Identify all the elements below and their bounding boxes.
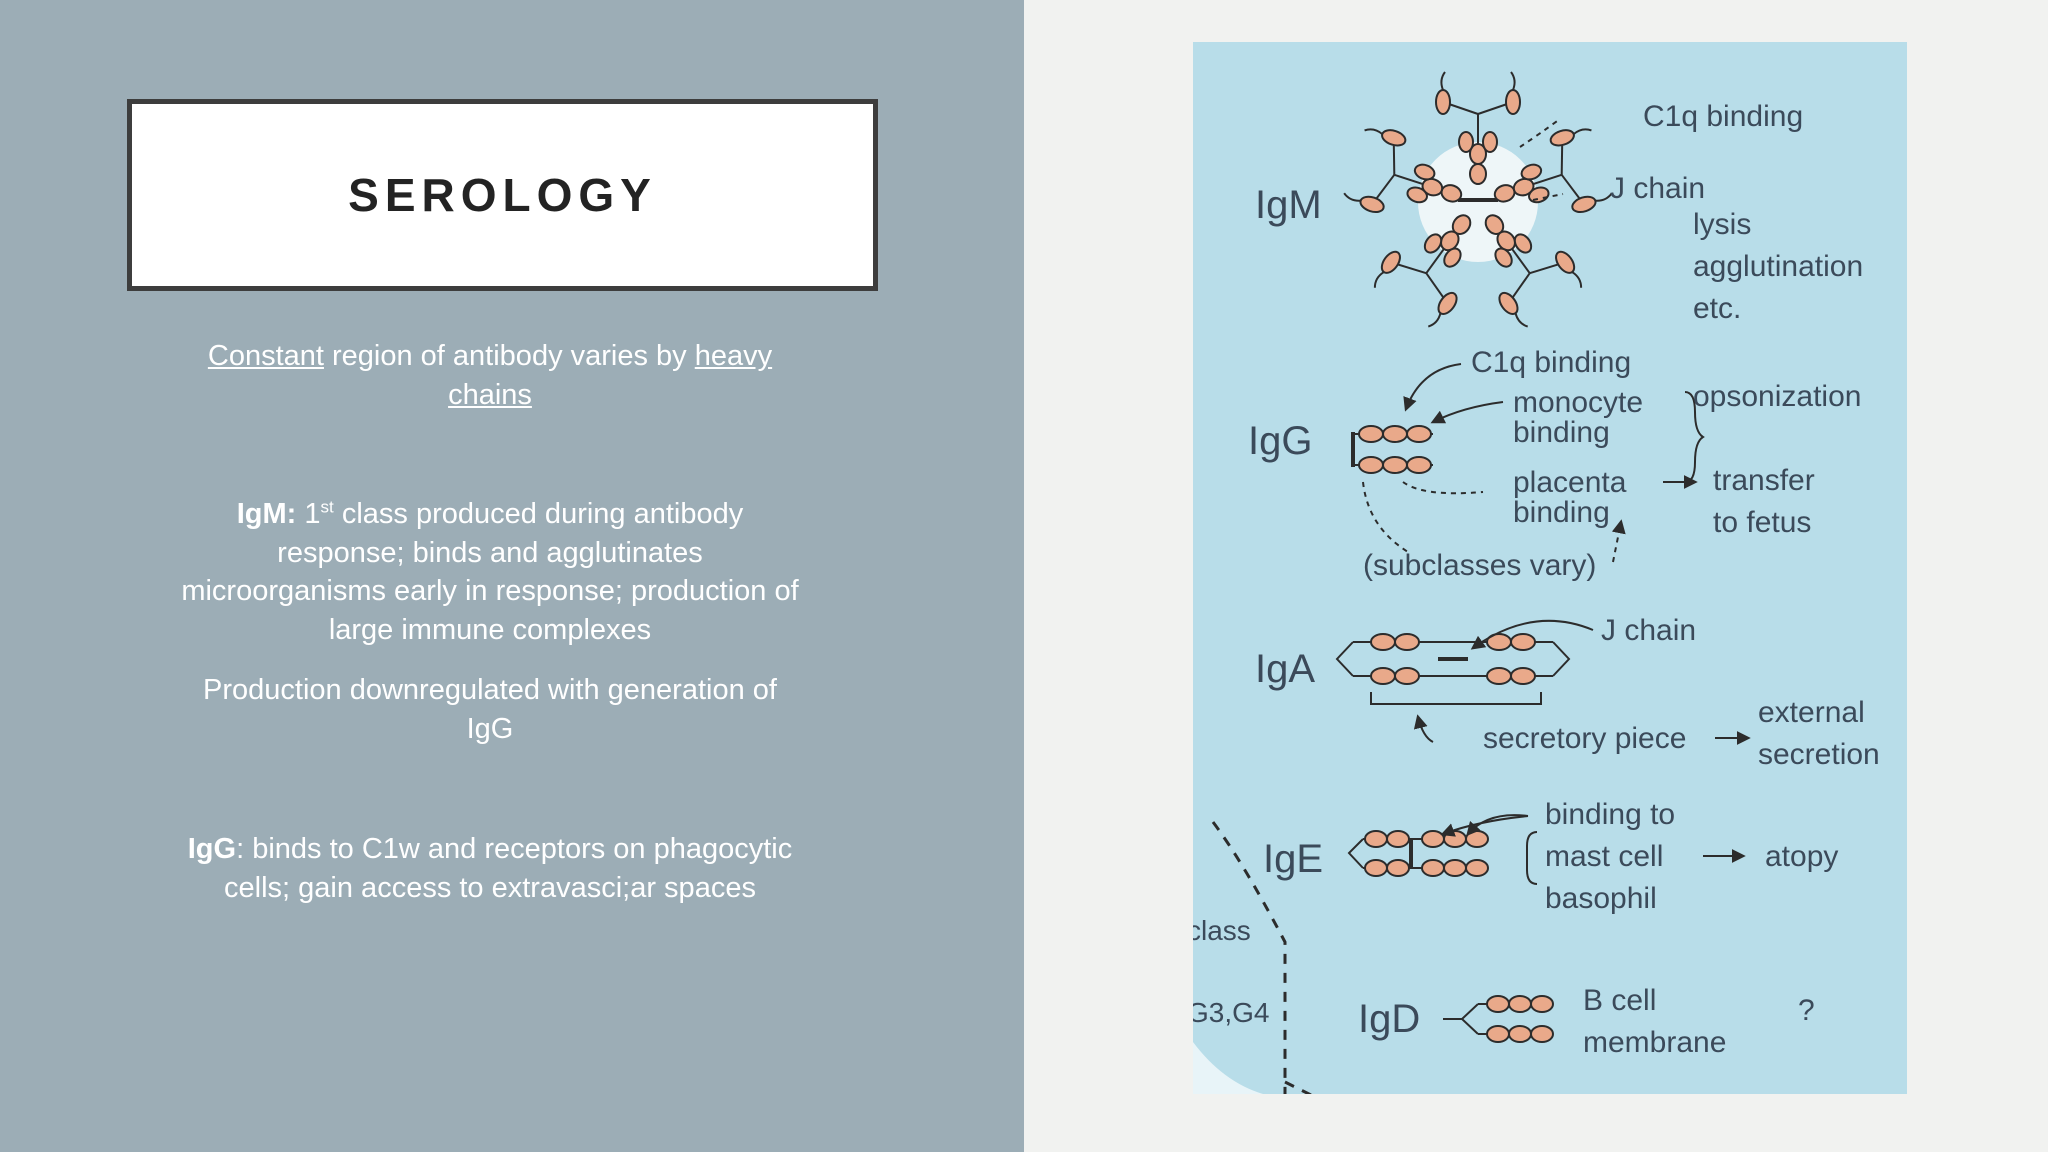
- iga-secretion-label: secretion: [1758, 738, 1880, 771]
- link-heavy-chains: heavy chains: [448, 340, 773, 411]
- antibody-classes-figure: IgM C1q binding J chain lysis agglutinat…: [1193, 42, 1907, 1094]
- left-panel: SEROLOGY Constant region of antibody var…: [0, 0, 1024, 1152]
- paragraph-constant-region: Constant region of antibody varies by he…: [180, 337, 800, 414]
- ige-name: IgE: [1263, 837, 1323, 881]
- text-constant-mid: region of antibody varies by: [323, 340, 695, 372]
- igm-pre: 1: [296, 498, 321, 530]
- iga-external-label: external: [1758, 696, 1865, 729]
- ige-basophil-label: basophil: [1545, 882, 1657, 915]
- igg-binding1-label: binding: [1513, 416, 1610, 449]
- igm-name: IgM: [1255, 183, 1322, 227]
- ige-antibody-icon: [1347, 830, 1489, 877]
- paragraph-igm: IgM: 1st class produced during antibody …: [180, 495, 800, 649]
- igm-etc-label: etc.: [1693, 292, 1741, 325]
- igm-text: class produced during antibody response;…: [181, 498, 799, 646]
- igg-monocyte-label: monocyte: [1513, 386, 1643, 419]
- paragraph-downregulated: Production downregulated with generation…: [180, 671, 800, 748]
- ige-bindingto-label: binding to: [1545, 798, 1675, 831]
- igm-sup: st: [320, 497, 334, 517]
- igd-name: IgD: [1358, 997, 1420, 1041]
- igg-opsonization-label: opsonization: [1693, 380, 1861, 413]
- igg-label: IgG: [187, 833, 237, 865]
- igm-agglutination-label: agglutination: [1693, 250, 1863, 283]
- igg-transfer-label: transfer: [1713, 464, 1815, 497]
- igd-bcell-label: B cell: [1583, 984, 1656, 1017]
- igg-placenta-label: placenta: [1513, 466, 1627, 499]
- igg-text: : binds to C1w and receptors on phagocyt…: [224, 833, 793, 904]
- antibody-diagram: IgM C1q binding J chain lysis agglutinat…: [1193, 71, 1880, 1094]
- igd-antibody-icon: [1443, 995, 1554, 1043]
- iga-name: IgA: [1255, 647, 1315, 691]
- link-constant: Constant: [207, 340, 324, 372]
- iga-dimer-icon: [1335, 633, 1571, 705]
- igg-name: IgG: [1248, 419, 1312, 463]
- igm-label: IgM:: [236, 498, 297, 530]
- iga-secretory-label: secretory piece: [1483, 722, 1686, 755]
- igm-jchain-label: J chain: [1610, 172, 1705, 205]
- slide-title: SEROLOGY: [348, 169, 657, 221]
- igg-binding2-label: binding: [1513, 496, 1610, 529]
- igm-pentamer-icon: [1340, 71, 1616, 333]
- iga-jchain-label: J chain: [1601, 614, 1696, 647]
- igm-c1q-label: C1q binding: [1643, 100, 1803, 133]
- ige-atopy-label: atopy: [1765, 840, 1838, 873]
- side-class-label: class: [1193, 915, 1251, 946]
- igg-antibody-icon: [1351, 425, 1433, 474]
- igd-question-label: ?: [1798, 994, 1815, 1027]
- title-box: SEROLOGY: [127, 99, 878, 291]
- igm-lysis-label: lysis: [1693, 208, 1751, 241]
- igd-membrane-label: membrane: [1583, 1026, 1726, 1059]
- igg-tofetus-label: to fetus: [1713, 506, 1811, 539]
- igg-c1q-label: C1q binding: [1471, 346, 1631, 379]
- downregulated-text: Production downregulated with generation…: [203, 674, 777, 745]
- ige-mastcell-label: mast cell: [1545, 840, 1663, 873]
- side-g3g4-label: G3,G4: [1193, 997, 1269, 1028]
- igg-subclasses-label: (subclasses vary): [1363, 549, 1596, 582]
- paragraph-igg: IgG: binds to C1w and receptors on phago…: [180, 830, 800, 907]
